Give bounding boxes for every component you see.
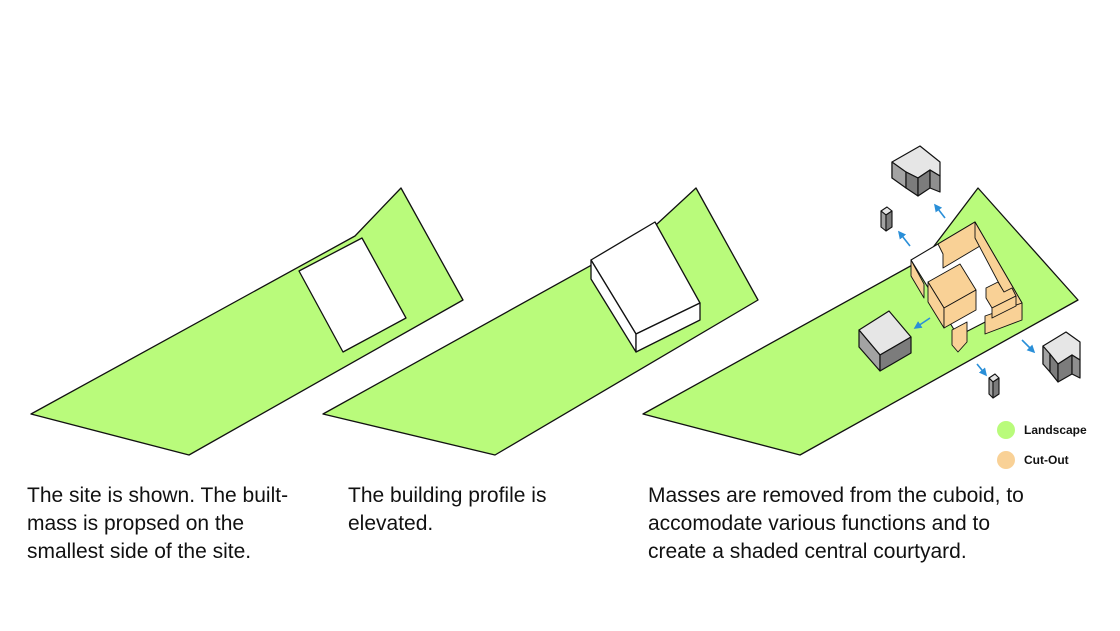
panel-site (30, 187, 464, 456)
panel-elevated (322, 187, 759, 456)
mass-right-face (929, 169, 941, 193)
mass-right-face (992, 377, 1000, 399)
removed-block-small (880, 206, 893, 232)
legend: Landscape Cut-Out (997, 421, 1087, 469)
cut-out-mass (943, 289, 977, 329)
building-footprint (298, 237, 407, 353)
mass-left-face (988, 377, 994, 399)
caption-carved: Masses are removed from the cuboid, to a… (648, 484, 1024, 563)
removed-mass-top (891, 145, 941, 197)
legend-label-landscape: Landscape (1024, 423, 1087, 437)
panel-carved: Landscape Cut-Out (642, 145, 1087, 469)
removal-arrows (898, 203, 1036, 377)
removed-mass-right (1042, 331, 1081, 383)
caption-elevated: The building profile is elevated. (348, 484, 547, 535)
mass-right-face (879, 336, 912, 372)
removed-cube (858, 310, 912, 372)
cut-out-wall (910, 259, 925, 299)
legend-swatch-landscape (997, 421, 1015, 439)
mass-left-face (880, 210, 887, 232)
cut-out-l-shape (991, 295, 1017, 319)
arrow-icon (976, 363, 988, 377)
legend-label-cut-out: Cut-Out (1024, 453, 1069, 467)
legend-swatch-cut-out (997, 451, 1015, 469)
mass-right-face (885, 210, 893, 232)
caption-site: The site is shown. The built-mass is pro… (27, 484, 289, 563)
cuboid-right-face (635, 302, 701, 353)
arrow-icon (934, 203, 946, 219)
courtyard-block (910, 221, 1023, 353)
cut-out-wall (951, 321, 968, 353)
arrow-icon (1021, 339, 1036, 354)
arrow-icon (913, 317, 931, 329)
removed-block-small (988, 373, 1000, 399)
cut-out-l-shape (985, 281, 1017, 309)
arrow-icon (898, 230, 911, 247)
mass-right-face (1071, 354, 1081, 379)
